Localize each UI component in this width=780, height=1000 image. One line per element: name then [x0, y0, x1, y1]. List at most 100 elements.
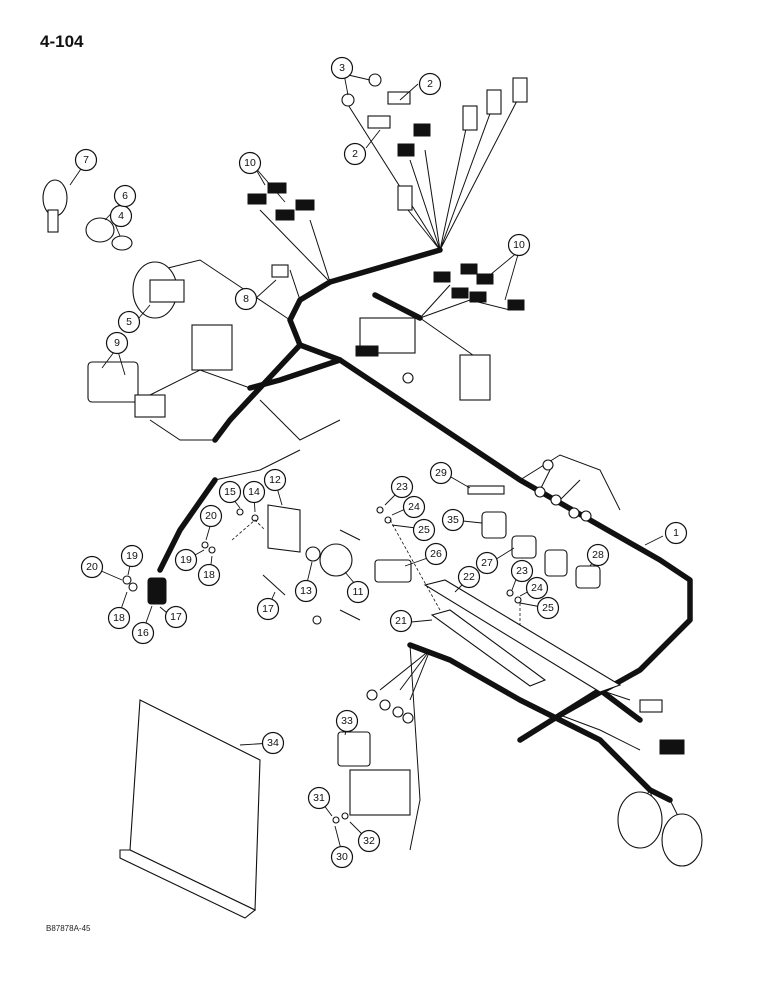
- callout-12: 12: [263, 468, 287, 492]
- svg-text:19: 19: [126, 550, 138, 562]
- switch-9: [87, 361, 166, 418]
- callout-13: 13: [294, 579, 318, 603]
- svg-text:2: 2: [352, 148, 358, 160]
- callout-28: 28: [586, 543, 610, 567]
- svg-text:17: 17: [262, 603, 274, 615]
- svg-text:6: 6: [122, 190, 128, 202]
- svg-text:32: 32: [363, 835, 375, 847]
- callout-6: 6: [113, 184, 137, 208]
- callout-35: 35: [441, 508, 465, 532]
- svg-text:10: 10: [244, 157, 256, 169]
- callout-25: 25: [536, 596, 560, 620]
- callout-34: 34: [261, 731, 285, 755]
- svg-text:11: 11: [353, 586, 364, 598]
- svg-text:19: 19: [180, 554, 192, 566]
- svg-text:18: 18: [203, 569, 215, 581]
- callout-15: 15: [218, 480, 242, 504]
- svg-text:4: 4: [118, 210, 124, 222]
- svg-text:20: 20: [205, 510, 217, 522]
- callout-7: 7: [74, 148, 98, 172]
- svg-text:25: 25: [418, 524, 430, 536]
- main-harness: [157, 247, 693, 803]
- svg-text:23: 23: [396, 481, 408, 493]
- callout-14: 14: [242, 480, 266, 504]
- key-switch-assembly: [42, 179, 185, 319]
- connector-8: [271, 264, 289, 278]
- svg-text:33: 33: [341, 715, 353, 727]
- svg-text:17: 17: [170, 611, 182, 623]
- callout-4: 4: [109, 204, 133, 228]
- callout-1: 1: [664, 521, 688, 545]
- callout-3: 3: [330, 56, 354, 80]
- buzzer-11: [319, 543, 353, 577]
- svg-text:3: 3: [339, 62, 345, 74]
- svg-text:20: 20: [86, 561, 98, 573]
- callout-10: 10: [507, 233, 531, 257]
- svg-text:14: 14: [248, 486, 260, 498]
- callout-24: 24: [525, 576, 549, 600]
- plate-21: [430, 609, 547, 687]
- svg-text:21: 21: [395, 615, 407, 627]
- callout-29: 29: [429, 461, 453, 485]
- boot-28: [575, 565, 601, 589]
- svg-text:18: 18: [113, 612, 125, 624]
- svg-text:5: 5: [126, 316, 132, 328]
- callout-26: 26: [424, 542, 448, 566]
- svg-text:34: 34: [267, 737, 279, 749]
- callout-33: 33: [335, 709, 359, 733]
- callout-22: 22: [457, 565, 481, 589]
- svg-text:8: 8: [243, 293, 249, 305]
- callout-21: 21: [389, 609, 413, 633]
- callout-18: 18: [197, 563, 221, 587]
- svg-text:25: 25: [542, 602, 554, 614]
- callout-17: 17: [256, 597, 280, 621]
- callout-8: 8: [234, 287, 258, 311]
- relay-26: [374, 559, 412, 583]
- callout-23: 23: [510, 559, 534, 583]
- terminals-2-3: [341, 73, 431, 157]
- parts: [42, 73, 703, 919]
- branch-wires: [139, 94, 691, 851]
- relay-base: [349, 769, 411, 816]
- svg-text:12: 12: [269, 474, 281, 486]
- callout-17: 17: [164, 605, 188, 629]
- svg-text:31: 31: [313, 792, 325, 804]
- callout-24: 24: [402, 495, 426, 519]
- svg-text:24: 24: [531, 582, 543, 594]
- callout-32: 32: [357, 829, 381, 853]
- page-number: 4-104: [40, 32, 84, 51]
- svg-text:22: 22: [463, 571, 475, 583]
- svg-text:9: 9: [114, 337, 120, 349]
- panel-22: [423, 579, 622, 693]
- callouts: 1 2 2 3 4 5 6 7 8 9 10 10 11 12 13 14 15…: [74, 56, 688, 869]
- boot-27: [511, 535, 537, 559]
- callout-19: 19: [174, 548, 198, 572]
- callout-27: 27: [475, 551, 499, 575]
- switch-16: [147, 577, 167, 605]
- callout-19: 19: [120, 544, 144, 568]
- svg-text:26: 26: [430, 548, 442, 560]
- callout-5: 5: [117, 310, 141, 334]
- callout-16: 16: [131, 621, 155, 645]
- svg-text:23: 23: [516, 565, 528, 577]
- svg-text:28: 28: [592, 549, 604, 561]
- boot-35: [481, 511, 507, 539]
- svg-text:15: 15: [224, 486, 236, 498]
- relay-33: [337, 731, 371, 767]
- callout-30: 30: [330, 845, 354, 869]
- bracket-12: [267, 504, 301, 553]
- callout-2: 2: [343, 142, 367, 166]
- svg-text:24: 24: [408, 501, 420, 513]
- callout-20: 20: [80, 555, 104, 579]
- callout-2: 2: [418, 72, 442, 96]
- svg-text:30: 30: [336, 851, 348, 863]
- boot-27b: [544, 549, 568, 577]
- svg-text:27: 27: [481, 557, 493, 569]
- svg-text:7: 7: [83, 154, 89, 166]
- svg-text:29: 29: [435, 467, 447, 479]
- svg-text:35: 35: [447, 514, 459, 526]
- strap-29: [467, 485, 505, 495]
- cover-34: [129, 699, 261, 911]
- callout-25: 25: [412, 518, 436, 542]
